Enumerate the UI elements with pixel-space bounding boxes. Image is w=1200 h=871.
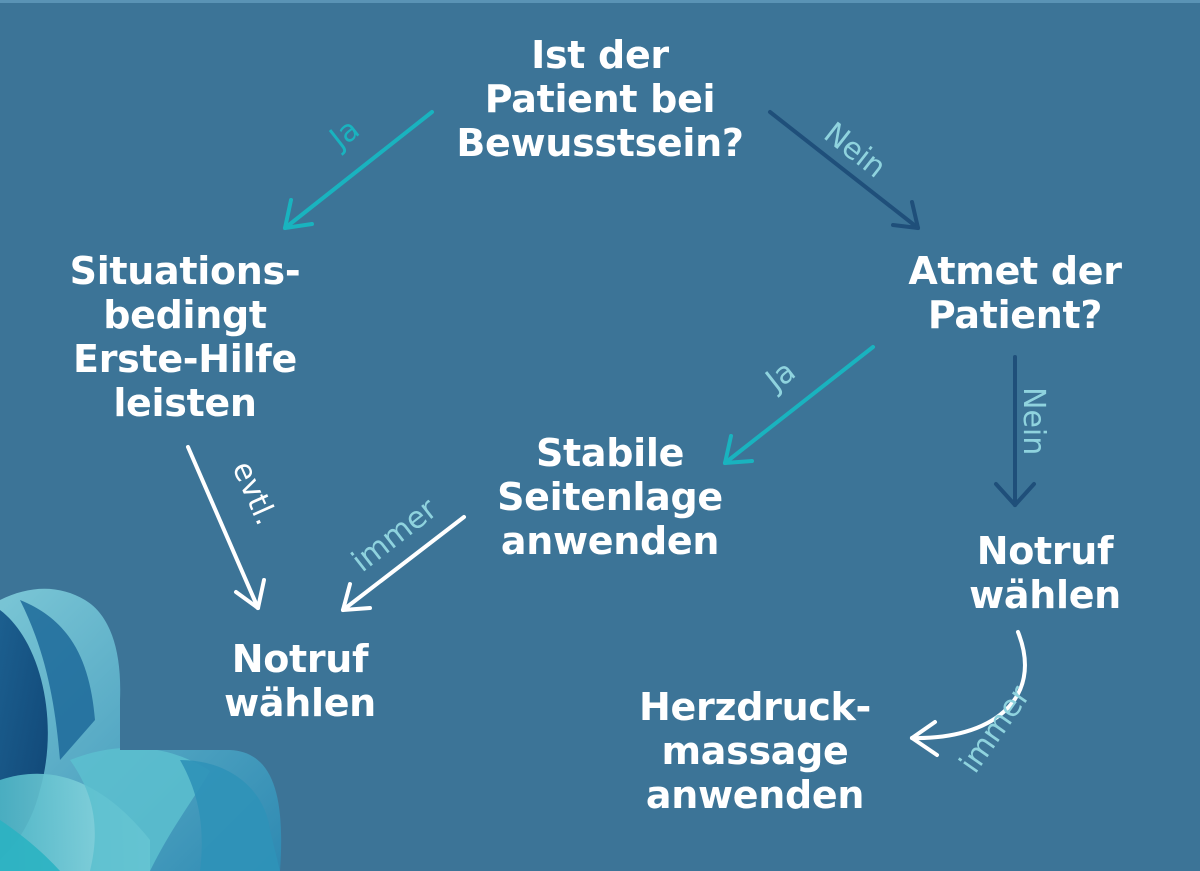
edge-label-q2-a4: Nein xyxy=(1016,387,1051,455)
arrow-a4-to-a5 xyxy=(910,630,1027,757)
edge-label-a4-a5: immer xyxy=(953,679,1038,780)
arrow-a2-to-a3 xyxy=(341,515,466,612)
node-line: Situations- xyxy=(69,249,301,293)
question-breathing: Atmet der Patient? xyxy=(865,249,1165,337)
node-line: anwenden xyxy=(500,519,720,563)
node-line: Herzdruck- xyxy=(639,685,871,729)
node-line: Notruf xyxy=(231,637,369,681)
arrow-q2-to-a4 xyxy=(994,355,1036,507)
arrow-q2-to-a2 xyxy=(723,345,875,465)
node-line: wählen xyxy=(224,681,376,725)
node-line: Atmet der xyxy=(908,249,1122,293)
top-border xyxy=(0,0,1200,3)
edge-label-a2-a3: immer xyxy=(345,491,444,579)
node-line: Erste-Hilfe xyxy=(73,337,297,381)
edge-label-q1-q2: Nein xyxy=(817,116,892,186)
edge-label-a1-a3: evtl. xyxy=(225,456,284,530)
arrow-a1-to-a3 xyxy=(186,445,266,610)
action-cpr: Herzdruck- massage anwenden xyxy=(590,685,920,817)
node-line: Bewusstsein? xyxy=(456,121,744,165)
node-line: anwenden xyxy=(645,773,865,817)
node-line: Patient bei xyxy=(484,77,716,121)
node-line: Stabile xyxy=(535,431,685,475)
arrow-q1-to-a1 xyxy=(283,110,434,230)
action-call-emergency-left: Notruf wählen xyxy=(150,637,450,725)
node-line: wählen xyxy=(969,573,1121,617)
arrow-q1-to-q2 xyxy=(768,110,920,230)
node-line: bedingt xyxy=(103,293,267,337)
action-first-aid: Situations- bedingt Erste-Hilfe leisten xyxy=(15,249,355,425)
action-call-emergency-right: Notruf wählen xyxy=(895,529,1195,617)
node-line: Ist der xyxy=(531,33,669,77)
node-line: massage xyxy=(661,729,849,773)
node-line: Seitenlage xyxy=(497,475,723,519)
edge-label-q1-a1: Ja xyxy=(322,112,367,158)
action-recovery-position: Stabile Seitenlage anwenden xyxy=(440,431,780,563)
question-conscious: Ist der Patient bei Bewusstsein? xyxy=(400,33,800,165)
node-line: leisten xyxy=(113,381,257,425)
node-line: Notruf xyxy=(976,529,1114,573)
node-line: Patient? xyxy=(927,293,1103,337)
edge-label-q2-a2: Ja xyxy=(758,354,803,400)
